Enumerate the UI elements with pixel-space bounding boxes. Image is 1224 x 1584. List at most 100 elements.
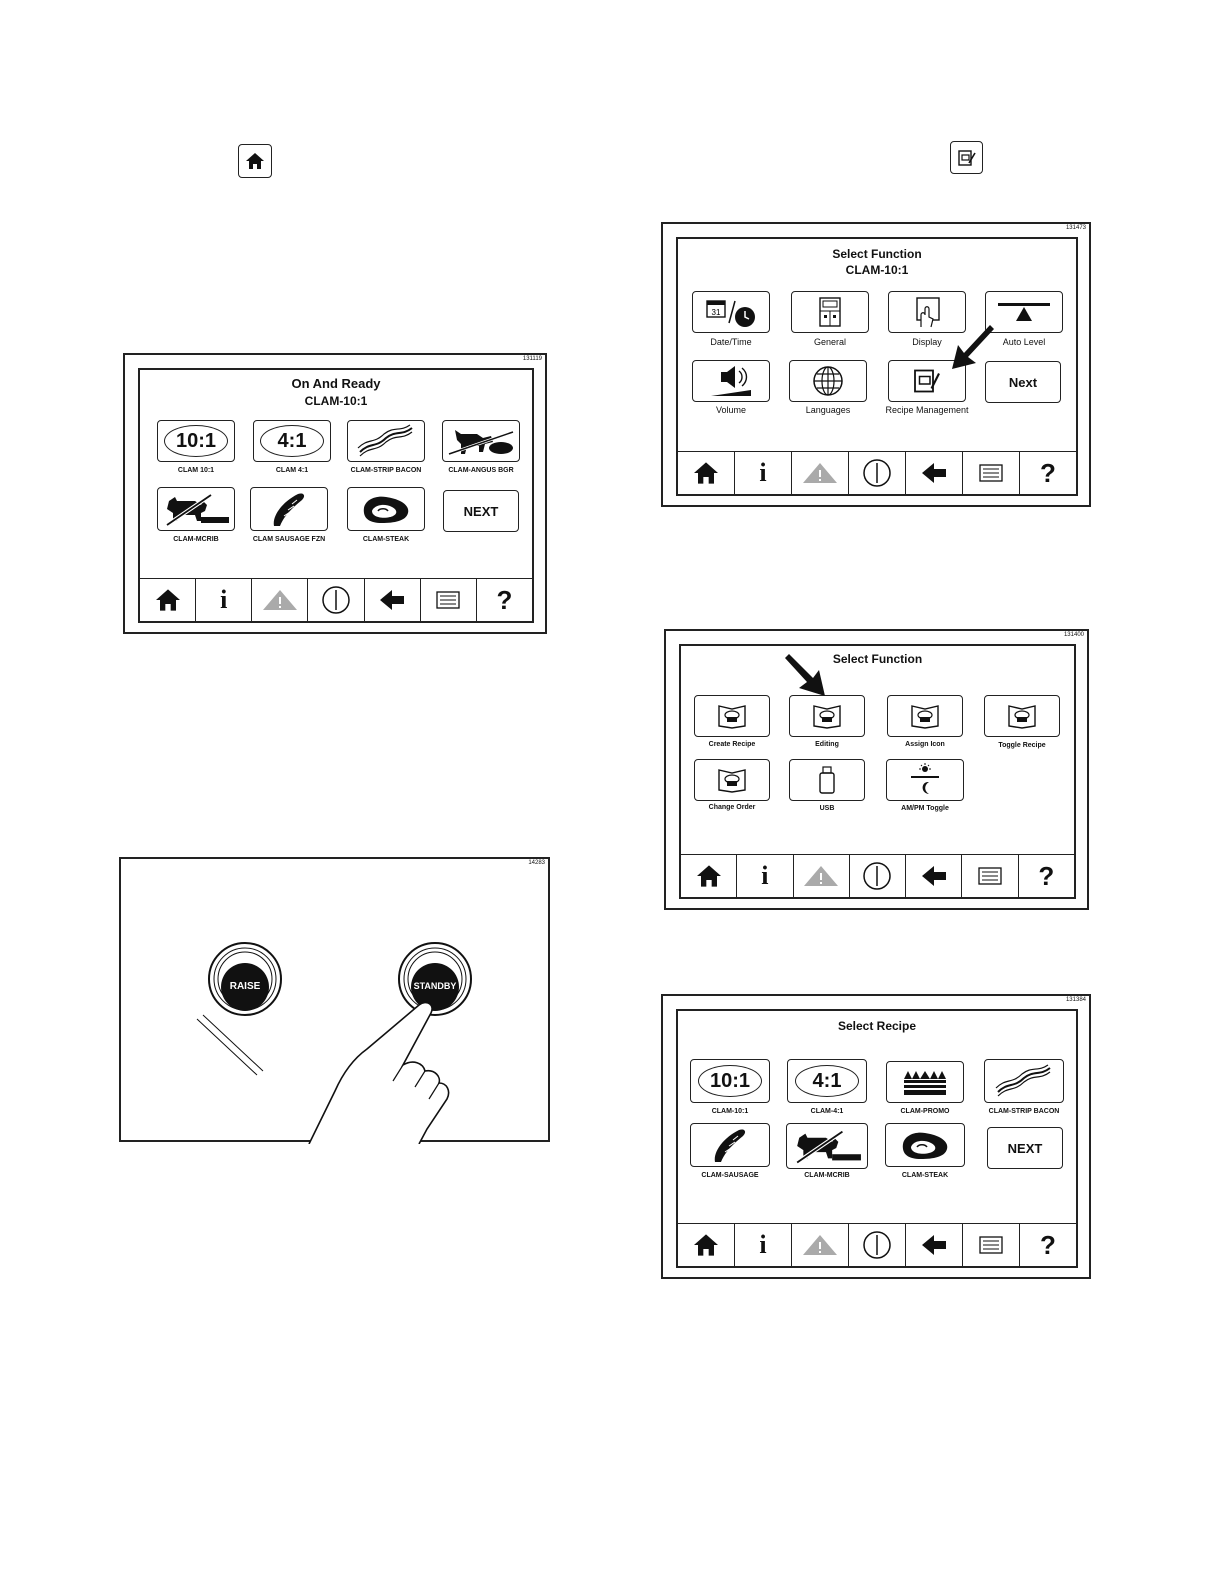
bacon-icon xyxy=(995,1064,1051,1097)
recipe-tile-clam-4-1[interactable]: 4:1 xyxy=(253,420,331,462)
nav-power-button[interactable] xyxy=(849,452,906,494)
figure-select-recipe: 131384 Select Recipe 10:1 CLAM-10:1 4:1 … xyxy=(661,994,1091,1279)
function-tile-usb[interactable] xyxy=(789,759,865,801)
screen-title: Select Function xyxy=(832,247,922,261)
next-button[interactable]: NEXT xyxy=(443,490,519,532)
function-tile-auto-level[interactable] xyxy=(985,291,1063,333)
nav-warning-button[interactable] xyxy=(792,452,849,494)
home-icon xyxy=(694,1234,718,1256)
nav-info-button[interactable]: i xyxy=(737,855,794,897)
figure-select-function-settings: 131473 Select Function CLAM-10:1 31 Date… xyxy=(661,222,1091,507)
nav-warning-button[interactable] xyxy=(252,579,309,621)
function-tile-am-pm-toggle[interactable] xyxy=(886,759,964,801)
recipe-tile-clam-mcrib[interactable] xyxy=(157,487,235,531)
function-tile-toggle-recipe[interactable] xyxy=(984,695,1060,737)
recipe-tile-clam-strip-bacon[interactable] xyxy=(984,1059,1064,1103)
function-tile-editing[interactable] xyxy=(789,695,865,737)
back-arrow-icon xyxy=(380,590,405,610)
function-tile-general[interactable] xyxy=(791,291,869,333)
nav-menu-button[interactable] xyxy=(421,579,477,621)
function-tile-create-recipe[interactable] xyxy=(694,695,770,737)
auto-level-icon xyxy=(998,303,1050,321)
function-tile-languages[interactable] xyxy=(789,360,867,402)
nav-menu-button[interactable] xyxy=(962,855,1019,897)
help-icon: ? xyxy=(1038,860,1055,891)
sausage-icon xyxy=(273,493,305,526)
back-arrow-icon xyxy=(922,1235,946,1255)
standby-button-label[interactable]: STANDBY xyxy=(413,981,457,991)
recipe-tile-clam-strip-bacon[interactable] xyxy=(347,420,425,462)
recipe-management-button-icon xyxy=(950,141,983,174)
bottom-nav-bar: i ? xyxy=(678,1223,1076,1266)
nav-info-button[interactable]: i xyxy=(735,1224,792,1266)
recipe-tile-clam-steak[interactable] xyxy=(347,487,425,531)
nav-power-button[interactable] xyxy=(849,1224,906,1266)
bottom-nav-bar: i ? xyxy=(140,578,532,621)
recipe-tile-clam-mcrib[interactable] xyxy=(786,1123,868,1169)
bacon-icon xyxy=(357,424,413,457)
pointing-hand-icon xyxy=(308,1001,450,1144)
function-tile-change-order[interactable] xyxy=(694,759,770,801)
nav-help-button[interactable]: ? xyxy=(477,579,532,621)
back-arrow-icon xyxy=(921,866,946,886)
function-tile-date-time[interactable]: 31 xyxy=(692,291,770,333)
sun-moon-icon xyxy=(911,763,939,794)
recipe-tile-clam-10-1[interactable]: 10:1 xyxy=(690,1059,770,1103)
figure-select-function-recipe: 131400 Select Function Create Recipe Edi… xyxy=(664,629,1089,910)
next-button[interactable]: NEXT xyxy=(987,1127,1063,1169)
figure-raise-standby-buttons: 14283 RAISE STANDBY xyxy=(119,857,550,1144)
info-icon: i xyxy=(759,1230,767,1259)
menu-list-icon xyxy=(436,591,460,609)
function-tile-assign-icon[interactable] xyxy=(887,695,963,737)
home-button-icon xyxy=(238,144,272,178)
nav-info-button[interactable]: i xyxy=(196,579,253,621)
nav-home-button[interactable] xyxy=(678,1224,735,1266)
nav-menu-button[interactable] xyxy=(963,452,1020,494)
screen-title: On And Ready xyxy=(291,376,381,391)
function-tile-display[interactable] xyxy=(888,291,966,333)
recipe-book-icon xyxy=(914,369,940,393)
figure-number: 131119 xyxy=(522,356,542,362)
nav-back-button[interactable] xyxy=(906,1224,963,1266)
home-icon xyxy=(696,865,721,887)
nav-power-button[interactable] xyxy=(308,579,365,621)
nav-back-button[interactable] xyxy=(365,579,421,621)
angus-burger-icon xyxy=(448,430,514,456)
nav-back-button[interactable] xyxy=(906,855,963,897)
standby-knob xyxy=(398,942,472,1016)
nav-menu-button[interactable] xyxy=(963,1224,1020,1266)
nav-home-button[interactable] xyxy=(678,452,735,494)
nav-info-button[interactable]: i xyxy=(735,452,792,494)
touch-display-icon xyxy=(916,297,940,328)
nav-home-button[interactable] xyxy=(140,579,197,621)
recipe-tile-clam-sausage[interactable] xyxy=(690,1123,770,1167)
menu-list-icon xyxy=(979,464,1003,482)
nav-power-button[interactable] xyxy=(850,855,907,897)
warning-icon xyxy=(262,590,297,610)
sausage-icon xyxy=(714,1129,746,1162)
nav-help-button[interactable]: ? xyxy=(1019,855,1074,897)
recipe-tile-clam-steak[interactable] xyxy=(885,1123,965,1167)
recipe-tile-clam-4-1[interactable]: 4:1 xyxy=(787,1059,867,1103)
figure-number: 14283 xyxy=(528,860,545,866)
power-icon xyxy=(322,586,350,614)
globe-icon xyxy=(813,366,843,396)
nav-home-button[interactable] xyxy=(681,855,738,897)
power-icon xyxy=(863,1231,891,1259)
raise-button-label[interactable]: RAISE xyxy=(229,981,261,992)
back-arrow-icon xyxy=(922,463,946,483)
nav-help-button[interactable]: ? xyxy=(1020,1224,1076,1266)
nav-help-button[interactable]: ? xyxy=(1020,452,1076,494)
nav-back-button[interactable] xyxy=(906,452,963,494)
info-icon: i xyxy=(220,585,228,614)
recipe-tile-clam-angus-bgr[interactable] xyxy=(442,420,520,462)
nav-warning-button[interactable] xyxy=(792,1224,849,1266)
recipe-tile-clam-10-1[interactable]: 10:1 xyxy=(157,420,235,462)
recipe-book-chef-icon xyxy=(718,705,746,729)
recipe-tile-clam-sausage-fzn[interactable] xyxy=(250,487,328,531)
recipe-tile-clam-promo[interactable] xyxy=(886,1061,964,1103)
recipe-book-chef-icon xyxy=(718,769,746,793)
function-tile-volume[interactable] xyxy=(692,360,770,402)
next-button[interactable]: Next xyxy=(985,361,1061,403)
nav-warning-button[interactable] xyxy=(794,855,850,897)
